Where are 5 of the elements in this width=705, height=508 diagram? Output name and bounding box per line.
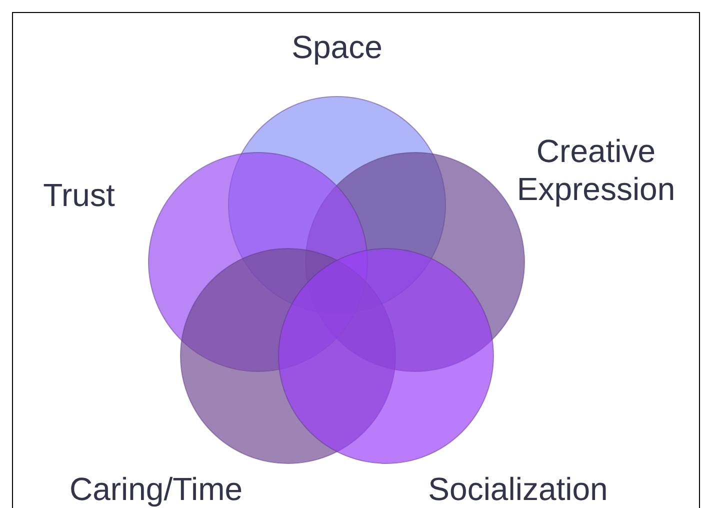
set-label: Socialization xyxy=(427,470,609,508)
set-label: Trust xyxy=(42,176,116,214)
set-label: Creative Expression xyxy=(516,132,676,208)
set-label: Space xyxy=(290,28,384,66)
set-label: Caring/Time xyxy=(68,470,244,508)
